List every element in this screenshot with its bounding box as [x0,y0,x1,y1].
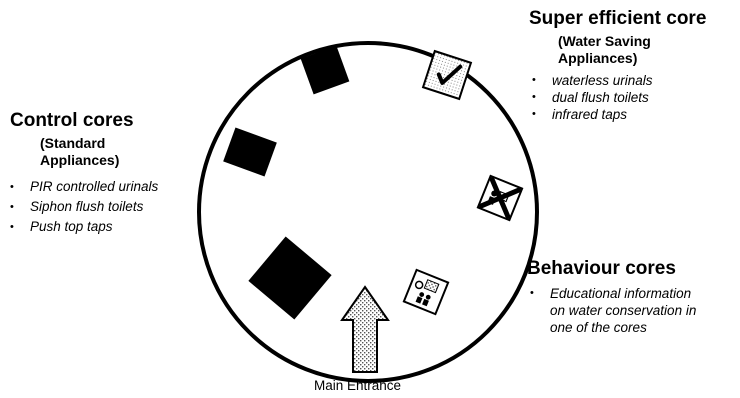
list-item: infrared taps [530,106,653,123]
behaviour-core-education [402,268,450,316]
subtitle-line: (Water Saving [558,33,651,49]
super-efficient-subtitle: (Water Saving Appliances) [558,33,651,67]
control-cores-title: Control cores [10,110,134,131]
list-item: dual flush toilets [530,89,653,106]
check-icon [436,64,463,85]
cross-out-icon [478,176,522,220]
entrance-arrow [340,285,390,373]
behaviour-cores-list: Educational information on water conserv… [528,285,696,336]
super-efficient-list: waterless urinals dual flush toilets inf… [530,72,653,123]
list-item: Educational information [528,285,696,302]
subtitle-line: Appliances) [558,50,638,66]
super-efficient-core [421,49,473,101]
list-item-continuation: on water conservation in [550,303,697,318]
control-core-bottom [248,236,332,320]
super-efficient-title: Super efficient core [529,8,707,29]
control-cores-list: PIR controlled urinals Siphon flush toil… [8,177,158,237]
control-core-top [300,45,350,95]
list-item-continuation: one of the cores [550,320,647,335]
list-item: Siphon flush toilets [8,197,158,217]
behaviour-core-crossed [476,174,524,222]
subtitle-line: Appliances) [40,152,120,168]
list-item: Push top taps [8,217,158,237]
subtitle-line: (Standard [40,135,106,151]
main-entrance-label: Main Entrance [314,378,402,393]
building-outline [197,41,539,383]
control-core-left [223,127,277,177]
list-item: waterless urinals [530,72,653,89]
control-cores-subtitle: (Standard Appliances) [40,135,119,169]
list-item: PIR controlled urinals [8,177,158,197]
behaviour-cores-title: Behaviour cores [527,258,676,279]
